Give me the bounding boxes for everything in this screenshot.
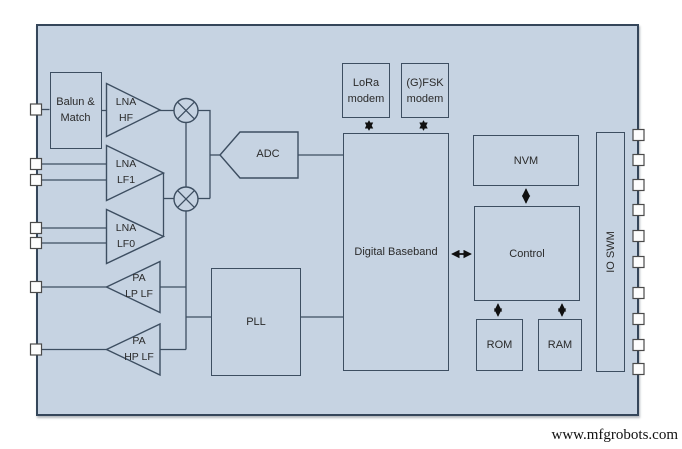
adc-label: ADC (256, 148, 280, 160)
rom-block: ROM (476, 319, 523, 371)
lna-hf-amp-symbol (105, 82, 162, 138)
chip-pin (632, 312, 645, 326)
chip-pin (29, 221, 43, 235)
control-label: Control (509, 247, 545, 260)
chip-pin (632, 286, 645, 300)
nvm-label: NVM (513, 154, 539, 167)
io-swm-block: IO SWM (596, 132, 625, 372)
pll-label: PLL (246, 316, 266, 328)
chip-pin (29, 236, 43, 250)
lna-hf-label: LNA HF (115, 96, 137, 124)
chip-pin (632, 338, 645, 352)
chip-pin (632, 203, 645, 217)
chip-pin (632, 362, 645, 376)
chip-pins (29, 103, 645, 376)
mixer-hf-icon (173, 97, 199, 124)
gfsk-modem-label-line2: modem (406, 92, 444, 105)
pll-block: PLL (211, 268, 301, 376)
chip-pin (29, 343, 43, 356)
mixer-lf-icon (173, 186, 199, 212)
chip-pin (632, 229, 645, 243)
lora-modem-label-line1: LoRa (352, 76, 380, 89)
pa-lp-amp-symbol (104, 260, 161, 314)
pa-lp-label: PA LP LF (125, 272, 153, 300)
lora-modem-block: LoRa modem (342, 63, 390, 118)
chip-pin (632, 153, 645, 167)
lna-lf1-label: LNA LF1 (115, 158, 137, 186)
balun-label-line1: Balun & (56, 96, 95, 108)
digital-baseband-block: Digital Baseband (343, 133, 449, 371)
bus-arrows (364, 120, 567, 317)
pa-hp-label: PA HP LF (124, 335, 154, 363)
chip-pin (29, 173, 43, 187)
chip-pin (632, 255, 645, 269)
balun-match-block: Balun & Match (49, 71, 102, 149)
adc-symbol (219, 131, 299, 179)
chip-pin (632, 128, 645, 142)
lna-lf0-label: LNA LF0 (115, 222, 137, 250)
digital-baseband-label: Digital Baseband (354, 246, 438, 258)
nvm-block: NVM (473, 135, 579, 186)
ram-block: RAM (538, 319, 582, 371)
lna-lf1-amp-symbol (105, 144, 166, 202)
ram-label: RAM (547, 339, 573, 351)
chip-pin (632, 178, 645, 192)
watermark-text: www.mfgrobots.com (551, 427, 678, 443)
chip-pin (29, 280, 43, 294)
lna-lf0-amp-symbol (105, 208, 166, 265)
io-swm-label: IO SWM (604, 231, 617, 273)
lora-modem-label-line2: modem (347, 92, 385, 105)
rom-label: ROM (486, 339, 513, 351)
balun-label-line2: Match (60, 112, 91, 124)
gfsk-modem-block: (G)FSK modem (401, 63, 449, 118)
control-block: Control (474, 206, 580, 301)
chip-pin (29, 103, 43, 116)
chip-pin (29, 157, 43, 171)
gfsk-modem-label-line1: (G)FSK (406, 76, 444, 89)
pa-hp-amp-symbol (104, 322, 161, 377)
